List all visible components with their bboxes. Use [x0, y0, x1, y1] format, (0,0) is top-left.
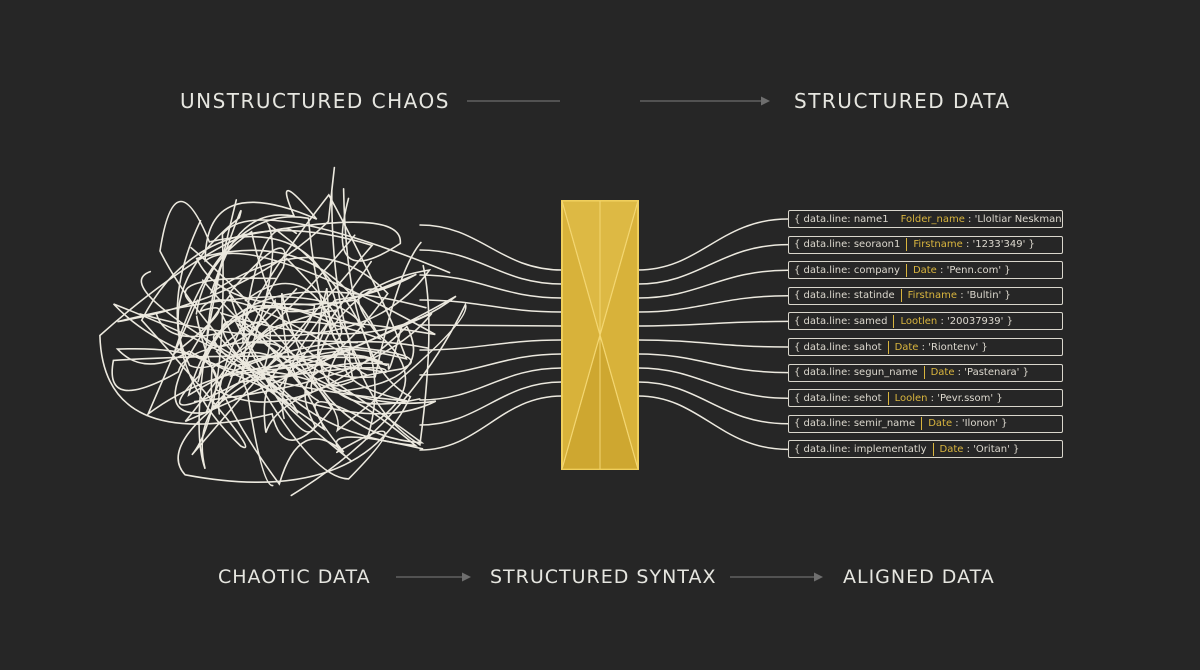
fan-line [637, 353, 789, 374]
stream-line [419, 324, 563, 327]
record-key: { data.line: seoraon1 [794, 239, 901, 251]
tangle-line [197, 189, 436, 383]
stream-line [419, 395, 563, 451]
record-divider [900, 289, 902, 303]
tangle-line [217, 193, 413, 433]
unstructured-chaos-heading: UNSTRUCTURED CHAOS [180, 89, 450, 113]
record-key: { data.line: company [794, 264, 900, 276]
caption-arrow-2 [730, 572, 823, 582]
tangle-line [177, 188, 430, 484]
record-value: : 'Pevr.ssom' } [927, 392, 1003, 404]
record-row: { data.line: name1 Folder_name : 'Lloltia… [788, 210, 1063, 228]
fan-line [637, 218, 789, 271]
record-value: : 'Pastenara' } [954, 367, 1029, 379]
tangle-line [115, 279, 437, 415]
record-field: Date [894, 341, 919, 353]
record-key: { data.line: sehot [794, 392, 882, 404]
fan-line [637, 320, 789, 327]
record-key: { data.line: segun_name [794, 367, 918, 379]
record-key: { data.line: sahot [794, 341, 882, 353]
record-field: Firstname [913, 239, 963, 251]
stream-line [419, 274, 563, 299]
record-field: Date [939, 443, 964, 455]
record-divider [923, 366, 925, 380]
record-row: { data.line: semir_name Date : 'Ilonon' } [788, 414, 1063, 433]
record-field: Date [930, 367, 955, 379]
record-row: { data.line: samed Lootlen : '20037939' } [788, 312, 1063, 331]
record-row: { data.line: sahot Date : 'Riontenv' } [788, 338, 1063, 356]
record-field: Lootlen [900, 315, 938, 327]
fan-line [637, 367, 789, 399]
tangle-line [117, 166, 430, 447]
stream-line [419, 249, 563, 285]
fan-line [637, 243, 789, 285]
record-field: Date [912, 264, 937, 276]
record-key: { data.line: semir_name [794, 418, 916, 430]
record-row: { data.line: seoraon1 Firstname : '1233'3… [788, 235, 1063, 254]
stream-line [419, 381, 563, 426]
caption-aligned-data: ALIGNED DATA [843, 566, 995, 588]
fan-line [637, 395, 789, 451]
tangle-line [215, 295, 457, 480]
stream-line [419, 299, 563, 313]
record-key: { data.line: samed [794, 315, 888, 327]
fan-out-lines [637, 218, 789, 451]
tangle-line [139, 247, 432, 487]
stream-line [419, 353, 563, 376]
record-row: { data.line: company Date : 'Penn.com' } [788, 261, 1063, 280]
fan-line [637, 381, 789, 425]
fan-line [637, 295, 789, 313]
heading-connector [467, 96, 770, 106]
record-divider [887, 391, 889, 405]
structured-data-heading: STRUCTURED DATA [794, 89, 1011, 113]
tangle-line [195, 288, 407, 486]
tangle-line [174, 241, 422, 447]
record-divider [921, 417, 923, 431]
record-row: { data.line: statinde Firstname : 'Bultin… [788, 286, 1063, 305]
record-value: : 'Penn.com' } [936, 264, 1011, 276]
record-value: : 'Ilonon' } [952, 418, 1008, 430]
record-value: : 'Bultin' } [957, 290, 1011, 302]
record-value: : 'Lloltiar Neskman } [964, 213, 1062, 225]
fan-line [637, 269, 789, 299]
caption-arrow-1 [396, 572, 471, 582]
record-row: { data.line: implementatly Date : 'Oritan… [788, 440, 1063, 459]
record-field: Firstname [907, 290, 958, 302]
record-value: : '20037939' } [937, 315, 1013, 327]
record-divider [932, 442, 934, 456]
tangled-lines [99, 166, 467, 497]
caption-chaotic-data: CHAOTIC DATA [218, 566, 371, 588]
tangle-line [195, 230, 382, 371]
record-field: Loolen [894, 392, 928, 404]
record-key: { data.line: name1 [794, 213, 889, 225]
record-key: { data.line: implementatly [794, 443, 927, 455]
record-value: : 'Riontenv' } [918, 341, 988, 353]
record-row: { data.line: segun_name Date : 'Pastenara… [788, 363, 1063, 382]
record-divider [887, 340, 889, 354]
record-field: Date [928, 418, 953, 430]
tangle-line [155, 227, 326, 432]
record-key: { data.line: statinde [794, 290, 895, 302]
caption-structured-syntax: STRUCTURED SYNTAX [490, 566, 717, 588]
record-divider [905, 263, 907, 277]
record-row: { data.line: sehot Loolen : 'Pevr.ssom' } [788, 389, 1063, 408]
fan-line [637, 339, 789, 348]
record-divider [893, 314, 895, 328]
record-field: Folder_name [900, 213, 965, 225]
record-value: : 'Oritan' } [963, 443, 1020, 455]
tangle-line [140, 219, 451, 456]
record-value: : '1233'349' } [962, 239, 1035, 251]
stream-line [419, 224, 563, 271]
stream-line [419, 367, 563, 401]
syntax-prism [561, 200, 639, 470]
stream-line [419, 339, 563, 351]
record-divider [906, 238, 908, 252]
